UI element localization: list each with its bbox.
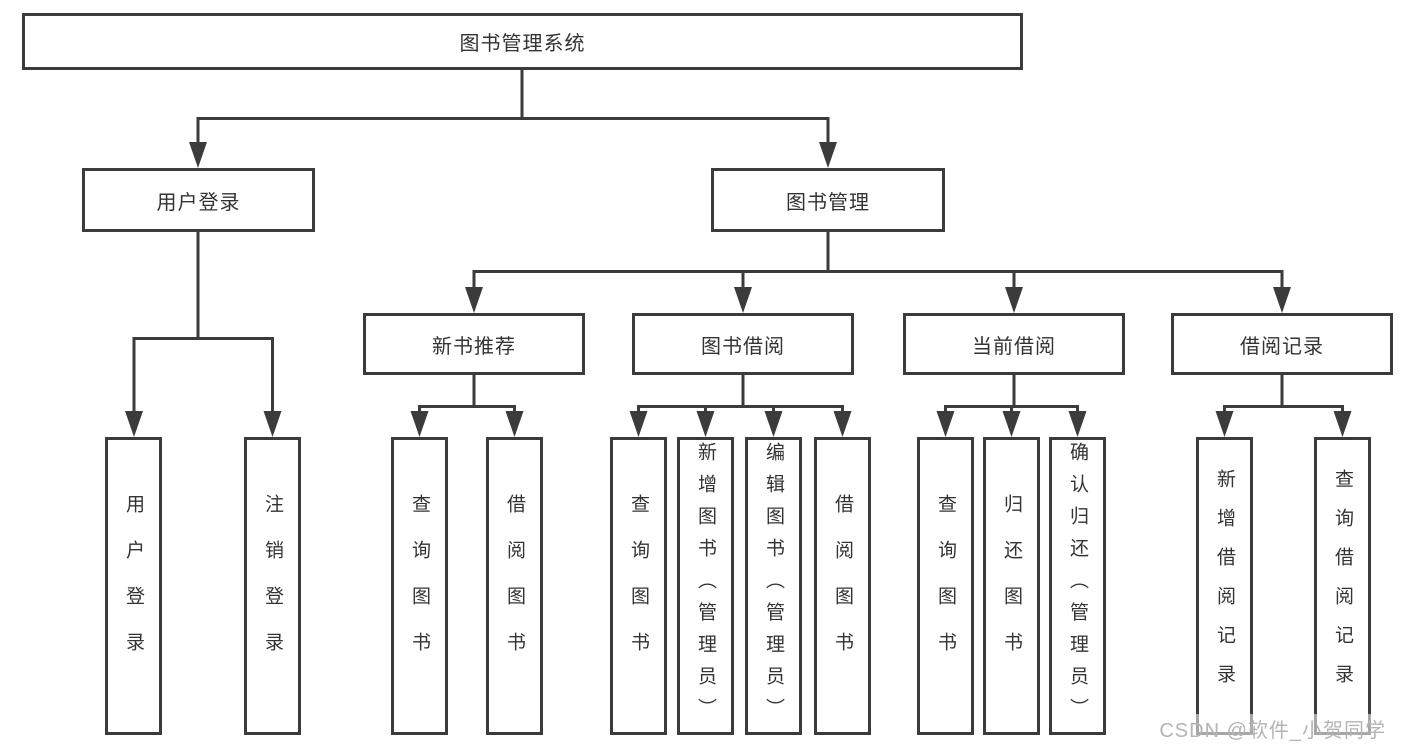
node-label: 当前借阅 (972, 335, 1056, 358)
node-label: 用户登录 (156, 191, 241, 214)
leaf-label: 查询图书 (628, 494, 649, 678)
connector-line (472, 232, 1284, 273)
arrow-head (936, 411, 955, 437)
node-label: 图书管理系统 (459, 33, 586, 55)
node-label: 图书借阅 (701, 335, 785, 358)
node-label: 借阅记录 (1240, 335, 1324, 358)
leaf-borrow-books-recommend: 借阅图书 (486, 437, 543, 735)
leaf-add-borrow-record: 新增借阅记录 (1196, 437, 1253, 735)
arrow-head (764, 411, 783, 437)
leaf-label: 确认归还（管理员） (1067, 442, 1088, 730)
connector-line (196, 70, 830, 120)
arrow-head (505, 411, 524, 437)
leaf-label: 查询借阅记录 (1332, 469, 1353, 703)
leaf-return-book: 归还图书 (983, 437, 1040, 735)
arrow-shaft (196, 117, 830, 146)
arrow-head (125, 411, 143, 437)
node-current-borrowing: 当前借阅 (903, 313, 1125, 375)
arrow-head (819, 142, 837, 168)
arrow-head (1333, 411, 1352, 437)
leaf-label: 用户登录 (123, 494, 144, 678)
arrow-shaft (472, 270, 1284, 291)
node-user-login: 用户登录 (82, 168, 315, 232)
leaf-query-books-recommend: 查询图书 (391, 437, 448, 735)
node-book-management-system: 图书管理系统 (22, 13, 1023, 70)
leaf-add-book-admin: 新增图书（管理员） (677, 437, 734, 735)
arrow-head (833, 411, 852, 437)
node-book-borrowing: 图书借阅 (632, 313, 854, 375)
connector-line (944, 375, 1079, 408)
node-label: 新书推荐 (432, 335, 516, 358)
node-label: 图书管理 (786, 191, 870, 214)
arrow-head (1002, 411, 1021, 437)
leaf-query-borrow-record: 查询借阅记录 (1314, 437, 1371, 735)
leaf-label: 新增借阅记录 (1214, 469, 1235, 703)
connector-line (418, 375, 516, 408)
node-borrowing-records: 借阅记录 (1171, 313, 1393, 375)
arrow-head (263, 411, 282, 437)
leaf-user-login: 用户登录 (105, 437, 162, 735)
leaf-edit-book-admin: 编辑图书（管理员） (745, 437, 802, 735)
connector-line (1223, 375, 1344, 408)
arrow-shaft (132, 337, 274, 415)
leaf-confirm-return-admin: 确认归还（管理员） (1049, 437, 1106, 735)
arrow-head (696, 411, 715, 437)
leaf-label: 新增图书（管理员） (695, 442, 716, 730)
leaf-borrow-books-borrowing: 借阅图书 (814, 437, 871, 735)
leaf-label: 借阅图书 (832, 494, 853, 678)
leaf-label: 归还图书 (1001, 494, 1022, 678)
leaf-label: 编辑图书（管理员） (763, 442, 784, 730)
arrow-head (1273, 287, 1291, 313)
arrow-head (1215, 411, 1234, 437)
arrow-shaft (637, 405, 844, 415)
csdn-watermark: CSDN @软件_小贺同学 (1156, 714, 1389, 743)
arrow-head (189, 142, 207, 168)
leaf-label: 借阅图书 (504, 494, 525, 678)
node-book-management: 图书管理 (711, 168, 945, 232)
arrow-head (1005, 287, 1023, 313)
leaf-label: 查询图书 (409, 494, 430, 678)
connector-line (132, 232, 274, 340)
arrow-head (1068, 411, 1087, 437)
leaf-label: 查询图书 (935, 494, 956, 678)
leaf-logout: 注销登录 (244, 437, 301, 735)
node-new-book-recommend: 新书推荐 (363, 313, 585, 375)
arrow-head (629, 411, 648, 437)
arrow-head (410, 411, 429, 437)
leaf-query-books-current: 查询图书 (917, 437, 974, 735)
arrow-head (465, 287, 483, 313)
leaf-label: 注销登录 (262, 494, 283, 678)
arrow-head (734, 287, 752, 313)
leaf-query-books-borrowing: 查询图书 (610, 437, 667, 735)
connector-line (637, 375, 844, 408)
